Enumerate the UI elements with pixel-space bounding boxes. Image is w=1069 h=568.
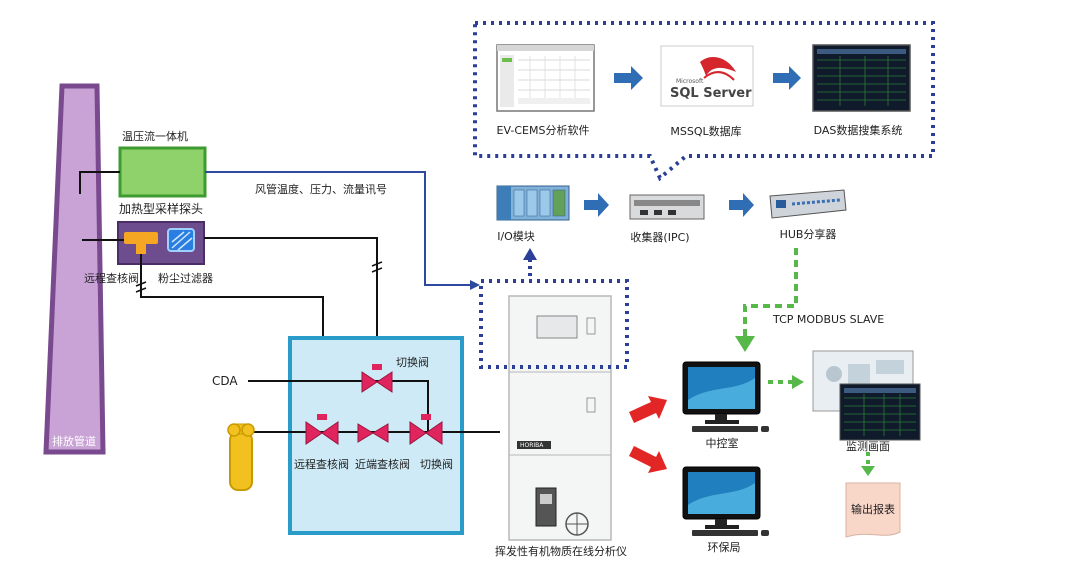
gas-cylinder [227,423,255,491]
remote-check-valve-label: 远程查核阀 [294,458,349,471]
monitor-screens [812,350,921,441]
software-dotted-box [473,21,935,182]
sql-server-logo [660,45,754,107]
hub-device [769,189,847,219]
arrow-io-to-ipc [584,193,609,217]
software-label: EV-CEMS分析软件 [496,124,590,137]
remote-check-valve [305,414,339,445]
analyzer-brand: HORIBA [520,442,544,449]
analyzer-io-dotted-box [479,279,629,369]
duct-signal-label: 风管温度、压力、流量讯号 [255,183,387,196]
control-room-label: 中控室 [705,437,739,450]
analyzer-label: 挥发性有机物质在线分析仪 [495,545,627,558]
ipc-device [629,194,705,220]
tcp-dashed-line [743,248,798,338]
monitor-screen-label: 监测画面 [846,440,890,453]
switch-valve [409,414,443,445]
tpf-unit [118,146,207,198]
line-break-mark [371,261,383,273]
line-break-mark [135,281,147,293]
report-arrow-head [861,466,875,476]
monitor-arrow-head [792,375,804,389]
hub-label: HUB分享器 [779,228,837,241]
control-room-computer [682,361,769,432]
remote-check-valve-top-label: 远程查核阀 [84,272,139,285]
stack-label: 排放管道 [52,435,96,448]
switch-valve-top [361,364,393,393]
io-module-label: I/O模块 [497,230,535,243]
sql-logo-text: SQL Server [670,86,752,101]
tcp-label: TCP MODBUS SLAVE [773,313,885,326]
epb-computer [682,466,769,536]
purge-line [204,237,378,372]
report-paper [845,482,901,538]
cda-label: CDA [212,374,238,388]
arrow-ipc-to-hub [729,193,754,217]
software-screenshot [496,44,595,112]
arrow-analyzer-to-control [629,396,667,423]
tcp-arrow-head [735,336,755,352]
das-label: DAS数据搜集系统 [813,124,903,137]
arrow-sql-to-das [773,66,801,90]
arrow-software-to-sql [614,66,643,90]
epb-label: 环保局 [707,541,741,554]
sql-logo-small-text: Microsoft [676,78,704,85]
tpf-connection-line [79,171,120,194]
switch-valve-label: 切换阀 [420,458,453,471]
ipc-label: 收集器(IPC) [630,231,690,244]
arrow-analyzer-to-epb [629,446,667,473]
near-check-valve [357,423,389,443]
io-arrow-head [523,248,537,260]
switch-valve-top-label: 切换阀 [396,356,429,369]
io-module-device [496,185,570,221]
exhaust-stack [43,83,106,455]
dust-filter-label: 粉尘过滤器 [158,272,213,285]
near-check-valve-label: 近端查核阀 [355,458,410,471]
mssql-label: MSSQL数据库 [670,125,742,138]
duct-signal-line [205,171,480,290]
analyzer-cabinet [508,295,612,541]
das-screen [812,44,911,112]
probe-label: 加热型采样探头 [119,202,204,216]
report-label: 输出报表 [851,503,895,516]
tpf-unit-label: 温压流一体机 [122,130,188,143]
heated-probe [117,221,205,265]
